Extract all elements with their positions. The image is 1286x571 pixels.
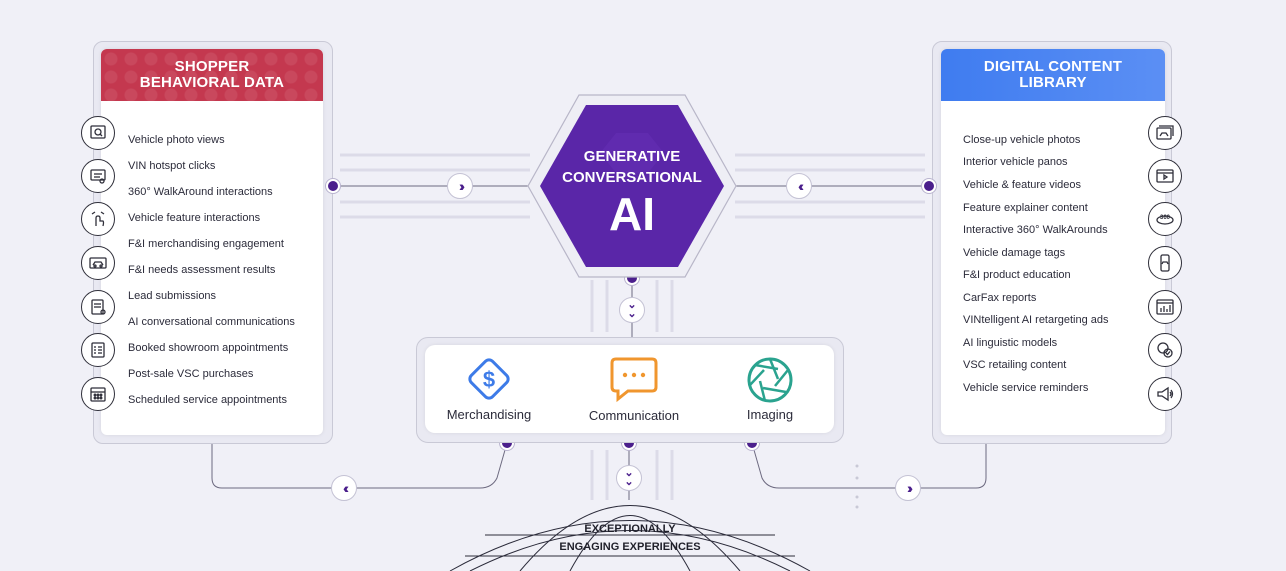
list-item: Vehicle & feature videos bbox=[963, 179, 1082, 191]
list-item: Scheduled service appointments bbox=[128, 394, 287, 406]
list-item: Vehicle service reminders bbox=[963, 382, 1089, 394]
list-item: Lead submissions bbox=[128, 290, 217, 302]
camera-aperture-icon bbox=[747, 357, 793, 403]
content-library-title-line1: DIGITAL CONTENT bbox=[983, 58, 1123, 75]
list-item: Booked showroom appointments bbox=[128, 342, 289, 354]
content-library-title-line2: LIBRARY bbox=[1019, 74, 1087, 91]
list-item: Interior vehicle panos bbox=[963, 156, 1068, 168]
shopper-data-title-line1: SHOPPER bbox=[174, 58, 250, 75]
content-library-card: DIGITAL CONTENT LIBRARY Close-up vehicle… bbox=[941, 49, 1165, 435]
list-item: AI conversational communications bbox=[128, 316, 295, 328]
content-library-header: DIGITAL CONTENT LIBRARY bbox=[941, 49, 1165, 101]
list-item: Feature explainer content bbox=[963, 202, 1088, 214]
list-item: Close-up vehicle photos bbox=[963, 134, 1081, 146]
megaphone-icon bbox=[1148, 377, 1182, 411]
hex-line3: AI bbox=[609, 188, 655, 240]
communication-label: Communication bbox=[588, 408, 680, 423]
bottom-line1: EXCEPTIONALLY bbox=[584, 523, 676, 535]
connector-dot bbox=[922, 179, 936, 193]
list-item: 360° WalkAround interactions bbox=[128, 186, 273, 198]
hex-line1: GENERATIVE bbox=[583, 148, 681, 165]
gallery-car-icon bbox=[1148, 116, 1182, 150]
list-item: VINtelligent AI retargeting ads bbox=[963, 314, 1109, 326]
hexagon-shape bbox=[527, 94, 737, 278]
mobile-car-icon bbox=[1148, 246, 1182, 280]
list-item: VIN hotspot clicks bbox=[128, 160, 216, 172]
list-item: F&I needs assessment results bbox=[128, 264, 276, 276]
list-item: Vehicle damage tags bbox=[963, 247, 1066, 259]
connector-dot bbox=[326, 179, 340, 193]
list-item: VSC retailing content bbox=[963, 359, 1067, 371]
dollar-diamond-icon: $ bbox=[468, 358, 510, 400]
form-click-icon bbox=[81, 290, 115, 324]
list-item: Post-sale VSC purchases bbox=[128, 368, 254, 380]
chevron-down-icon: ⌄⌄ bbox=[616, 465, 642, 491]
list-item: Interactive 360° WalkArounds bbox=[963, 224, 1108, 236]
hotspot-click-icon bbox=[81, 159, 115, 193]
video-play-icon bbox=[1148, 159, 1182, 193]
merchandising-label: Merchandising bbox=[446, 407, 532, 422]
list-item: F&I merchandising engagement bbox=[128, 238, 284, 250]
list-item: CarFax reports bbox=[963, 292, 1037, 304]
imaging-label: Imaging bbox=[746, 407, 794, 422]
list-item: Vehicle feature interactions bbox=[128, 212, 261, 224]
chat-check-icon bbox=[1148, 333, 1182, 367]
svg-text:$: $ bbox=[483, 367, 495, 392]
shopper-data-title-line2: BEHAVIORAL DATA bbox=[139, 74, 285, 91]
hand-swipe-icon bbox=[81, 202, 115, 236]
svg-text:360: 360 bbox=[1160, 215, 1171, 221]
photo-search-icon bbox=[81, 116, 115, 150]
generative-ai-hexagon: GENERATIVE CONVERSATIONAL AI bbox=[526, 93, 738, 279]
shopper-data-header: SHOPPER BEHAVIORAL DATA bbox=[101, 49, 323, 101]
car-dashboard-icon bbox=[81, 246, 115, 280]
chevron-left-icon: ‹‹‹ bbox=[786, 173, 812, 199]
dashboard-chart-icon bbox=[1148, 290, 1182, 324]
list-item: F&I product education bbox=[963, 269, 1071, 281]
bottom-line2: ENGAGING EXPERIENCES bbox=[559, 541, 701, 553]
hex-line2: CONVERSATIONAL bbox=[562, 169, 702, 186]
checklist-icon bbox=[81, 333, 115, 367]
list-item: AI linguistic models bbox=[963, 337, 1058, 349]
calendar-icon bbox=[81, 377, 115, 411]
shopper-data-card: SHOPPER BEHAVIORAL DATA Vehicle photo vi… bbox=[101, 49, 323, 435]
chevron-down-icon: ⌄⌄ bbox=[619, 297, 645, 323]
chevron-left-icon: ‹‹‹ bbox=[331, 475, 357, 501]
chat-bubble-icon bbox=[610, 357, 658, 403]
rotate-360-icon: 360 bbox=[1148, 202, 1182, 236]
list-item: Vehicle photo views bbox=[128, 134, 225, 146]
chevron-right-icon: ››› bbox=[895, 475, 921, 501]
chevron-right-icon: ››› bbox=[447, 173, 473, 199]
